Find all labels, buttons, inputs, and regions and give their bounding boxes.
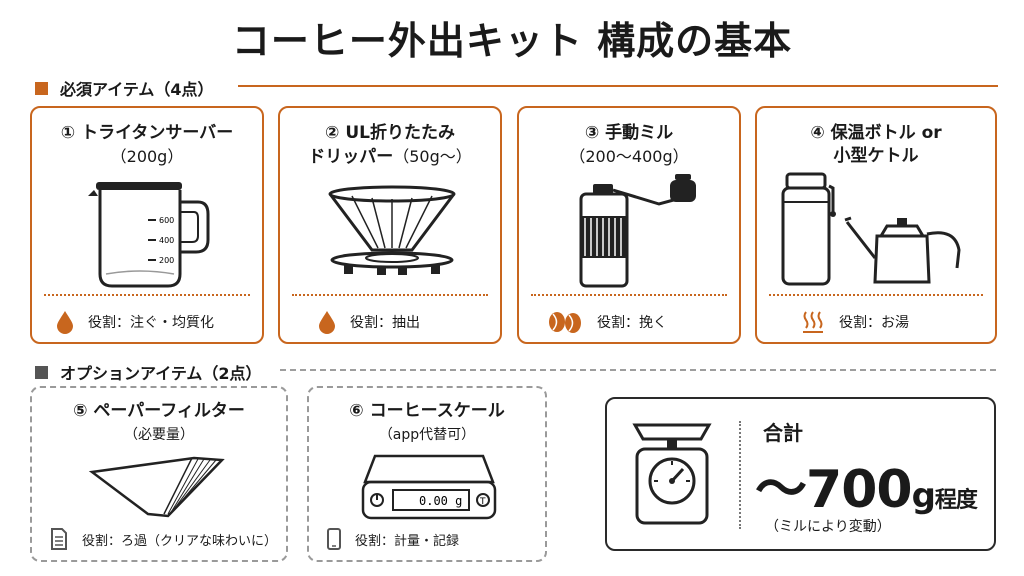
card-title: ② UL折りたたみ ドリッパー（50g〜） [280,122,500,169]
item-spec: （必要量） [124,427,194,443]
item-spec: （200〜400g） [569,147,689,166]
divider [44,294,250,296]
total-value-row: 〜700g程度 [755,447,978,522]
role-text: 役割：抽出 [350,315,420,331]
scale-400: 400 [159,236,174,245]
total-label: 合計 [763,421,803,445]
item-name: ペーパーフィルター [93,401,245,421]
card-coffee-scale: ⑥ コーヒースケール （app代替可） 0.00 g T 役割：計量・記録 [307,386,547,562]
card-paper-filter: ⑤ ペーパーフィルター （必要量） 役割：ろ過（クリアな味わいに） [30,386,288,562]
divider [531,294,727,296]
role-row: 役割：お湯 [801,310,909,334]
total-suffix: 程度 [934,488,978,513]
coffee-beans-icon [549,312,581,333]
total-weight-box: 合計 〜700g程度 （ミルにより変動） [605,397,996,551]
card-title: ⑥ コーヒースケール （app代替可） [309,400,545,447]
item-spec: （app代替可） [378,427,476,443]
bottle-kettle-illustration [781,172,961,286]
role-row: 役割：抽出 [318,310,420,334]
total-unit: g [911,476,936,516]
scale-200: 200 [159,256,174,265]
role-row: 役割：ろ過（クリアな味わいに） [50,528,277,550]
divider [769,294,983,296]
item-name: UL折りたたみ [345,123,455,143]
card-title: ④ 保温ボトル or 小型ケトル [757,122,995,168]
steam-icon [803,311,823,333]
page-title: コーヒー外出キット 構成の基本 [231,19,793,63]
card-hand-mill: ③ 手動ミル （200〜400g） 役割：挽く [517,106,741,344]
total-value: 700 [806,460,913,520]
role-text: 役割：注ぐ・均質化 [88,315,214,331]
paper-filter-illustration [88,456,225,518]
dripper-illustration [328,185,456,275]
svg-text:T: T [479,497,486,507]
item-name: 保温ボトル or [830,123,942,143]
role-row: 役割：注ぐ・均質化 [56,310,214,334]
item-number: ② [325,123,340,143]
divider [739,421,741,529]
role-text: 役割：挽く [597,315,667,331]
weighing-scale-icon [632,423,712,525]
role-row: 役割：計量・記録 [327,528,459,550]
total-prefix: 〜 [755,460,807,520]
item-number: ④ [810,123,825,143]
section-rule-dashed [280,369,996,371]
required-heading-text: 必須アイテム（4点） [60,80,214,99]
item-spec: （50g〜） [393,147,472,166]
total-note: （ミルにより変動） [765,519,891,535]
item-number: ⑥ [349,401,364,421]
optional-section-heading: オプションアイテム（2点） [35,360,262,384]
scale-600: 600 [159,216,174,225]
item-name: 手動ミル [605,123,674,143]
optional-heading-text: オプションアイテム（2点） [60,364,262,383]
smartphone-icon [327,528,341,550]
item-number: ① [60,123,76,143]
role-text: 役割：ろ過（クリアな味わいに） [82,533,278,549]
document-icon [51,528,67,550]
section-rule [238,85,998,87]
required-section-heading: 必須アイテム（4点） [35,76,214,100]
item-name-2: 小型ケトル [833,146,919,166]
server-illustration: 600 400 200 [88,182,210,288]
divider [292,294,488,296]
item-spec: （200g） [110,147,184,166]
drop-icon [57,311,73,334]
item-number: ③ [584,123,600,143]
section-marker [35,81,48,95]
card-title: ③ 手動ミル （200〜400g） [519,122,739,169]
card-tritan-server: ① トライタンサーバー （200g） 600 400 200 役割：注ぐ・均質化 [30,106,264,344]
card-ul-dripper: ② UL折りたたみ ドリッパー（50g〜） 役割：抽出 [278,106,502,344]
card-bottle-kettle: ④ 保温ボトル or 小型ケトル 役割：お湯 [755,106,997,344]
card-title: ⑤ ペーパーフィルター （必要量） [32,400,286,447]
item-name: トライタンサーバー [81,123,234,143]
card-title: ① トライタンサーバー （200g） [32,122,262,169]
scale-display: 0.00 g [419,494,462,508]
role-text: 役割：お湯 [839,315,909,331]
drop-icon [319,311,335,334]
scale-illustration: 0.00 g T [361,454,497,520]
item-name: コーヒースケール [369,401,505,421]
item-number: ⑤ [73,401,88,421]
section-marker [35,365,48,379]
mill-illustration [579,174,696,288]
role-text: 役割：計量・記録 [355,533,460,549]
item-name-2: ドリッパー [308,147,394,167]
role-row: 役割：挽く [547,310,667,334]
